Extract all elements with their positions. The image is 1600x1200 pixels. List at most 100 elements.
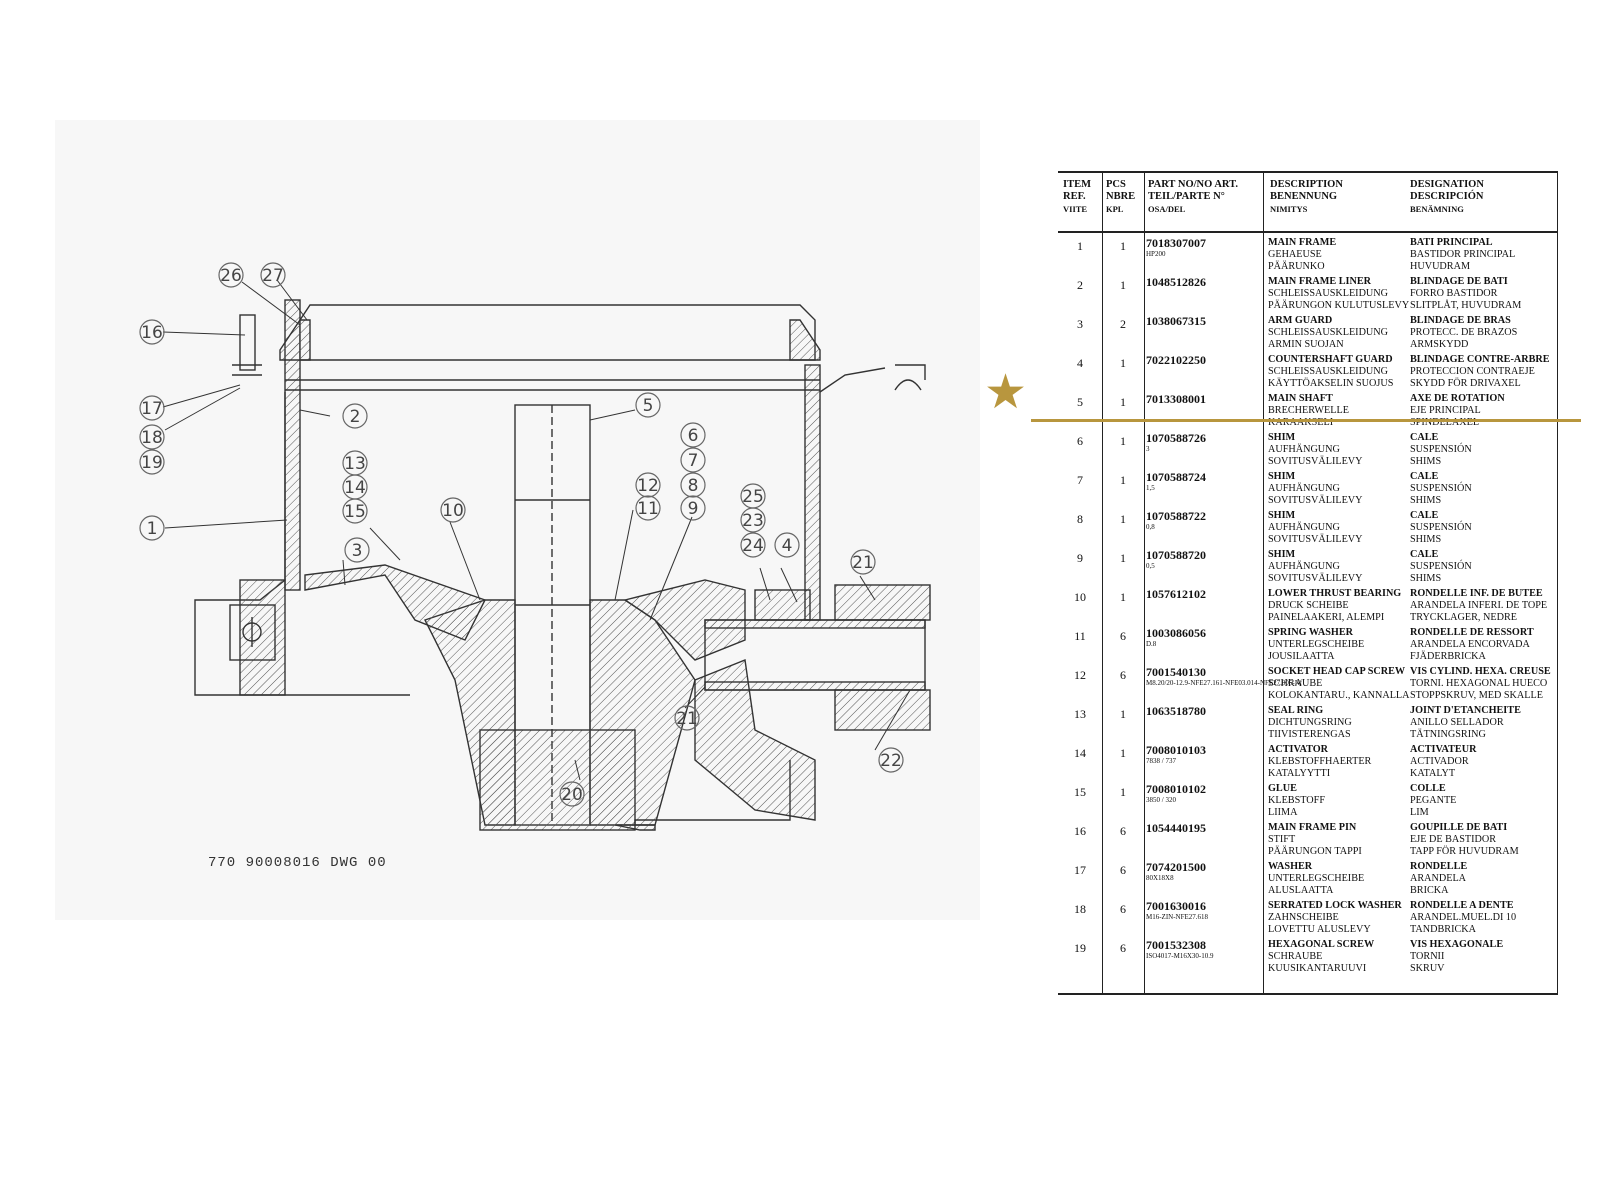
description-de: GEHAEUSE: [1268, 249, 1322, 260]
part-number-value: 1038067315: [1146, 314, 1206, 328]
description-de: ZAHNSCHEIBE: [1268, 912, 1339, 923]
description-en: SHIM: [1268, 510, 1296, 521]
item-ref: 2: [1077, 278, 1083, 292]
designation-sv: SPINDELAXEL: [1410, 417, 1480, 428]
designation-sv: TÄTNINGSRING: [1410, 729, 1486, 740]
callout-24: 24: [742, 536, 764, 556]
part-number: 1057612102: [1146, 588, 1206, 601]
part-number-value: 1063518780: [1146, 704, 1206, 718]
designation-sv: SHIMS: [1410, 456, 1442, 467]
designation-fr: COLLE: [1410, 783, 1446, 794]
designation-fr: CALE: [1410, 510, 1439, 521]
designation-fr: GOUPILLE DE BATI: [1410, 822, 1508, 833]
description-en: LOWER THRUST BEARING: [1268, 588, 1402, 599]
callout-18: 18: [141, 428, 163, 448]
description-fi: PÄÄRUNKO: [1268, 261, 1325, 272]
part-number-value: 1070588720: [1146, 548, 1206, 562]
designation-fr: ACTIVATEUR: [1410, 744, 1477, 755]
callout-21-a: 21: [852, 553, 874, 573]
item-ref: 16: [1074, 824, 1086, 838]
designation-es: EJE PRINCIPAL: [1410, 405, 1481, 416]
designation-sv: SLITPLÅT, HUVUDRAM: [1410, 300, 1522, 311]
designation-sv: SKRUV: [1410, 963, 1445, 974]
pcs-count: 1: [1120, 395, 1126, 409]
technical-drawing: 26 27 16 17 18 19 2 5 6 7 8 9 13 14 15 1…: [55, 120, 980, 920]
part-number: 1054440195: [1146, 822, 1206, 835]
part-spec: 7838 / 737: [1146, 757, 1176, 765]
description-de: DICHTUNGSRING: [1268, 717, 1352, 728]
designation-es: FORRO BASTIDOR: [1410, 288, 1498, 299]
designation-es: BASTIDOR PRINCIPAL: [1410, 249, 1516, 260]
part-number-value: 7022102250: [1146, 353, 1206, 367]
designation-fr: RONDELLE: [1410, 861, 1468, 872]
callout-2: 2: [350, 407, 361, 427]
designation-sv: SHIMS: [1410, 534, 1442, 545]
callout-12: 12: [637, 476, 659, 496]
description-fi: SOVITUSVÄLILEVY: [1268, 573, 1363, 584]
part-number-value: 7001540130: [1146, 665, 1206, 679]
pcs-count: 1: [1120, 785, 1126, 799]
part-number-value: 7008010102: [1146, 782, 1206, 796]
description-fi: PAINELAAKERI, ALEMPI: [1268, 612, 1385, 623]
description-fi: KÄYTTÖAKSELIN SUOJUS: [1268, 378, 1394, 389]
designation-es: TORNII: [1410, 951, 1445, 962]
part-number: 1063518780: [1146, 705, 1206, 718]
description-en: MAIN FRAME: [1268, 237, 1337, 248]
item-ref: 1: [1077, 239, 1083, 253]
description-en: SPRING WASHER: [1268, 627, 1354, 638]
part-number-value: 1070588726: [1146, 431, 1206, 445]
callout-3: 3: [352, 541, 363, 561]
callout-26: 26: [220, 266, 242, 286]
designation-sv: ARMSKYDD: [1410, 339, 1469, 350]
pcs-count: 1: [1120, 473, 1126, 487]
part-number-value: 1070588722: [1146, 509, 1206, 523]
description-fi: PÄÄRUNGON TAPPI: [1268, 846, 1362, 857]
part-number: 7022102250: [1146, 354, 1206, 367]
part-number-value: 1003086056: [1146, 626, 1206, 640]
description-en: MAIN FRAME PIN: [1268, 822, 1357, 833]
part-number-value: 7001630016: [1146, 899, 1206, 913]
designation-sv: BRICKA: [1410, 885, 1449, 896]
description-de: UNTERLEGSCHEIBE: [1268, 873, 1365, 884]
designation-fr: BLINDAGE DE BRAS: [1410, 315, 1511, 326]
callout-8: 8: [688, 476, 699, 496]
pcs-count: 6: [1120, 824, 1126, 838]
designation-sv: KATALYT: [1410, 768, 1456, 779]
designation-fr: CALE: [1410, 549, 1439, 560]
cross-section-drawing: 26 27 16 17 18 19 2 5 6 7 8 9 13 14 15 1…: [139, 262, 931, 831]
pcs-count: 6: [1120, 863, 1126, 877]
part-number-value: 7008010103: [1146, 743, 1206, 757]
description-fi: SOVITUSVÄLILEVY: [1268, 456, 1363, 467]
description-fi: PÄÄRUNGON KULUTUSLEVY: [1268, 300, 1410, 311]
designation-sv: LIM: [1410, 807, 1429, 818]
description-fi: LOVETTU ALUSLEVY: [1268, 924, 1371, 935]
